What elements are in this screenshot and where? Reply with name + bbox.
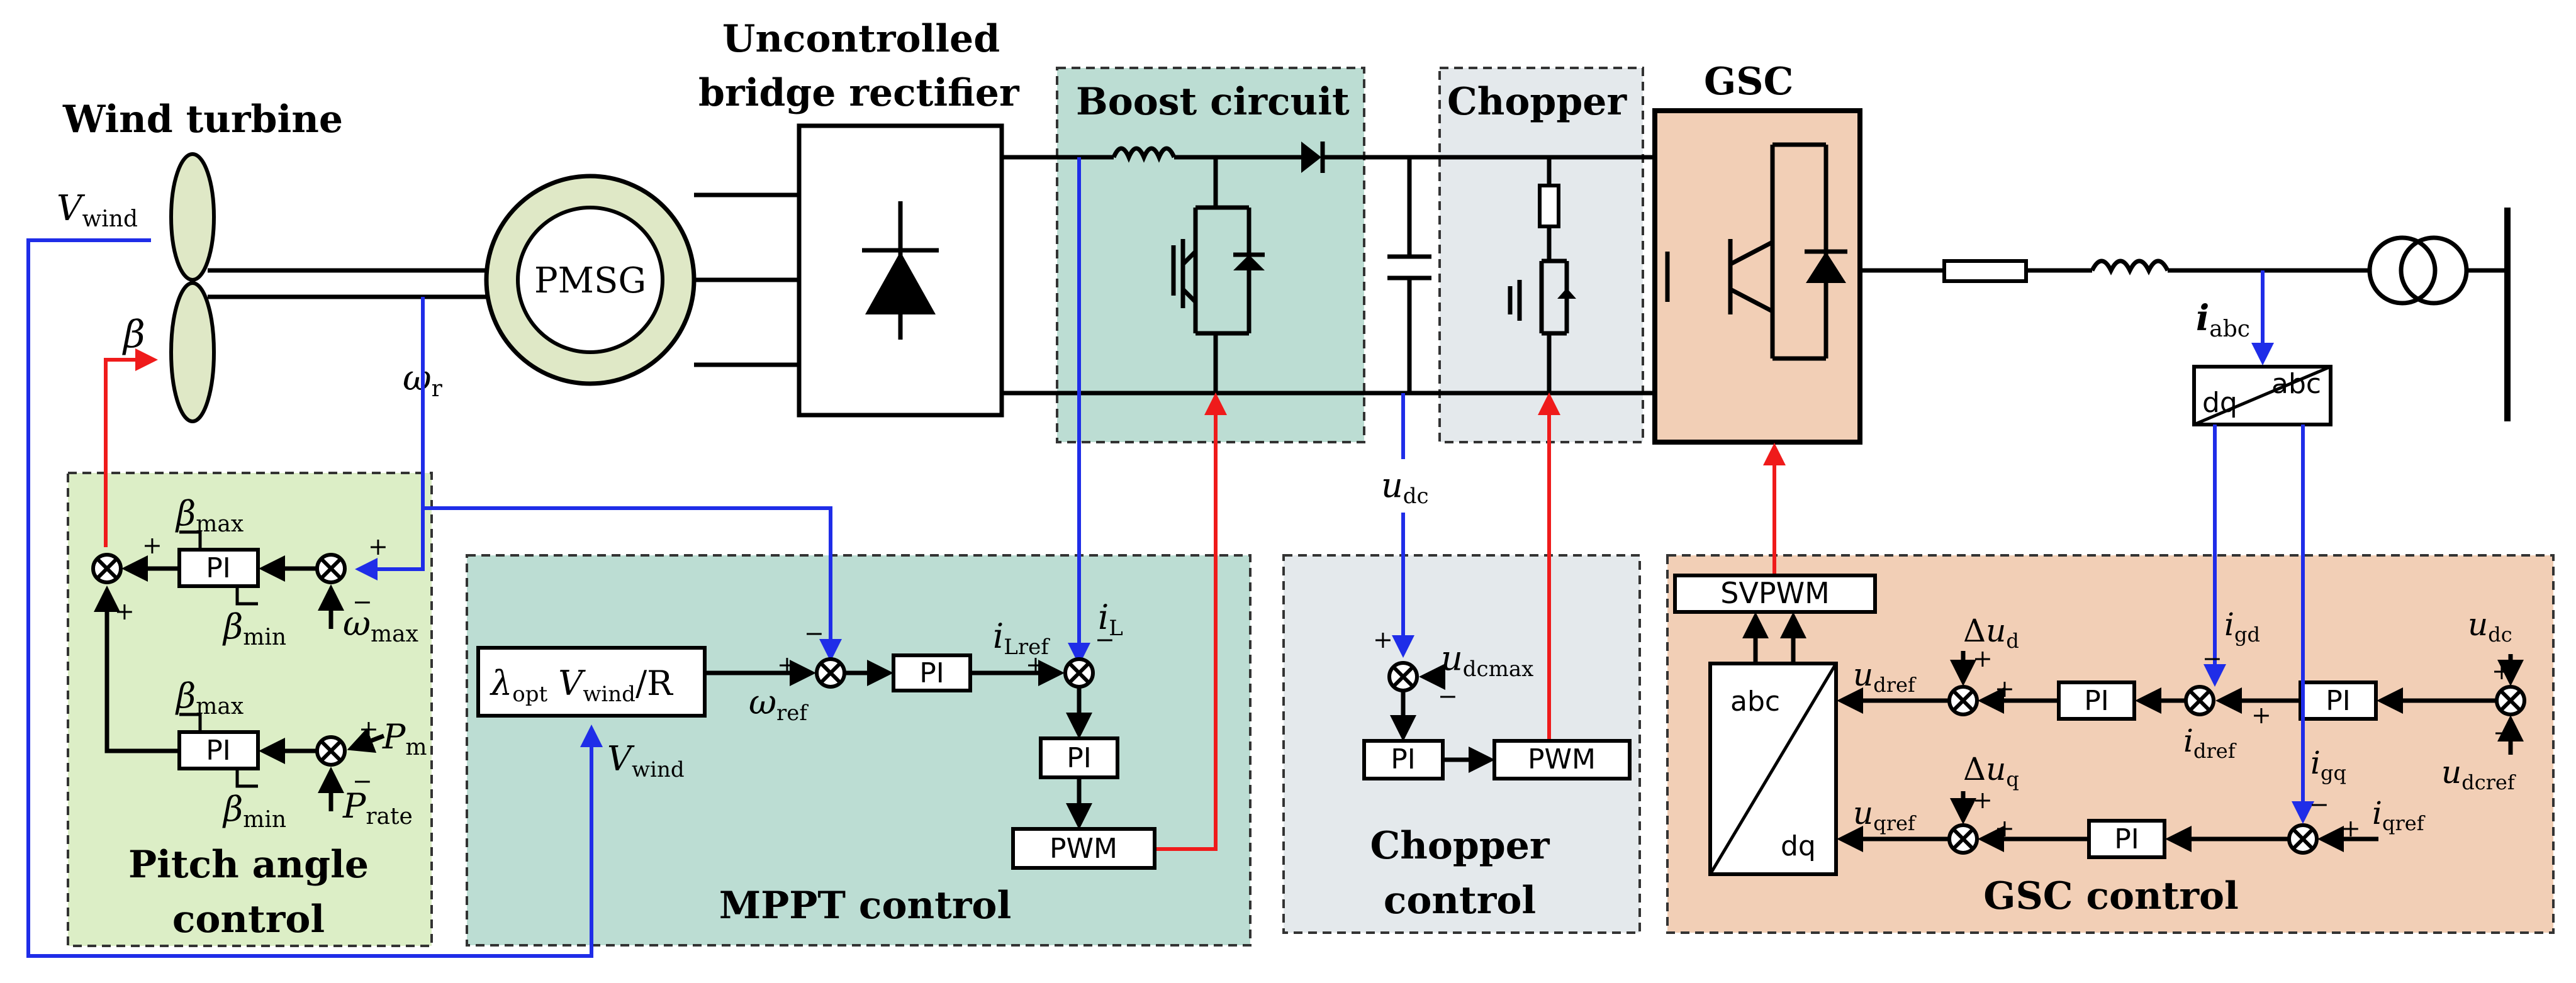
beta-label: β [122, 313, 145, 357]
svpwm-block [1673, 574, 1877, 614]
svg-text:−: − [352, 588, 372, 616]
svg-text:abc: abc [2271, 368, 2321, 400]
gsc-control-title: GSC control [1983, 874, 2239, 918]
p-rate-label: Prate [342, 786, 413, 830]
svg-text:−: − [1438, 682, 1458, 710]
svg-text:PI: PI [2326, 685, 2351, 717]
svg-text:+: + [1995, 675, 2015, 703]
svg-text:+: + [115, 597, 135, 625]
chopper-pwm-block [1492, 739, 1632, 780]
mppt-reference-expr: λopt Vwind/R [490, 664, 673, 707]
gsc-switch-icon [1665, 142, 1847, 361]
svg-text:+: + [359, 715, 379, 743]
svg-text:PWM: PWM [1528, 743, 1596, 775]
v-wind-label: Vwind [57, 188, 138, 232]
wind-turbine-label: Wind turbine [62, 97, 343, 142]
grid-resistor-icon [1942, 259, 2028, 283]
svg-text:PI: PI [919, 657, 944, 689]
svg-text:PWM: PWM [1050, 833, 1117, 865]
chopper-label: Chopper [1447, 80, 1627, 124]
chopper-control-title-1: Chopper [1370, 824, 1550, 868]
rectifier-label-line2: bridge rectifier [698, 71, 1020, 115]
i-abc-label: iabc [2196, 297, 2250, 342]
svg-text:PI: PI [1067, 742, 1092, 774]
boost-circuit-label: Boost circuit [1076, 80, 1350, 124]
p-m-label: Pm [382, 717, 427, 760]
turbine-blade-upper [169, 152, 216, 282]
svg-text:PI: PI [2084, 685, 2109, 717]
mppt-control-title: MPPT control [719, 884, 1012, 928]
dq-abc-transform-block: dq abc [2192, 365, 2332, 426]
transformer-coil-left [2367, 235, 2438, 306]
boost-circuit-region [1056, 67, 1365, 443]
svg-text:−: − [1095, 626, 1115, 653]
svg-text:PI: PI [1391, 743, 1416, 775]
omega-r-label: ωr [403, 358, 443, 402]
u-dc-label: udc [1381, 465, 1429, 509]
svg-text:dq: dq [2202, 387, 2237, 419]
beta-signal [104, 348, 158, 547]
mppt-reference-block [476, 646, 707, 718]
pitch-control-title-1: Pitch angle [128, 843, 369, 887]
i-qref-label: iqref [2372, 795, 2426, 835]
v-wind-signal [26, 238, 603, 958]
svg-text:+: + [368, 533, 388, 560]
abc-dq-transform-block: abc dq [1708, 662, 1838, 876]
svg-text:+: + [1973, 786, 1993, 814]
delta-u-q-label: Δuq [1963, 751, 2019, 791]
svg-text:−: − [2309, 791, 2329, 818]
chopper-region [1438, 67, 1644, 443]
svg-text:+: + [1973, 645, 1993, 672]
svg-text:+: + [777, 651, 797, 679]
v-wind-label-mppt: Vwind [607, 739, 685, 782]
svg-text:SVPWM: SVPWM [1720, 576, 1830, 610]
svg-text:+: + [1995, 814, 2015, 842]
boost-switch-icon [1171, 157, 1265, 393]
rectifier-label-line1: Uncontrolled [722, 17, 1000, 61]
svg-text:+: + [2492, 657, 2512, 685]
svg-text:−: − [2202, 645, 2222, 672]
pmsg-core [516, 206, 664, 354]
i-lref-label: iLref [993, 616, 1050, 660]
gsc-pi-q [2087, 819, 2166, 859]
gsc-label: GSC [1704, 60, 1793, 104]
omega-r-to-mppt [423, 506, 842, 662]
svg-text:PI: PI [206, 552, 231, 584]
dc-capacitor-icon [1387, 157, 1431, 393]
mppt-pwm-signal [1155, 392, 1227, 851]
svg-text:+: + [1373, 626, 1393, 653]
turbine-blade-lower [169, 281, 216, 423]
svg-text:−: − [352, 767, 372, 795]
omega-r-signal [355, 297, 425, 580]
svg-text:PI: PI [206, 735, 231, 767]
chopper-control-title-2: control [1384, 879, 1536, 923]
delta-u-d-label: Δud [1963, 613, 2019, 653]
pitch-control-title-2: control [172, 897, 325, 941]
mppt-control-region [466, 554, 1252, 947]
i-l-label: iL [1098, 597, 1123, 641]
mppt-pi-2 [1039, 736, 1119, 779]
svg-text:dq: dq [1781, 830, 1816, 862]
beta-max-upper: βmax [175, 494, 244, 537]
chopper-switch-icon [1508, 157, 1576, 393]
rectifier-diode-icon [865, 252, 936, 314]
svg-text:+: + [142, 531, 162, 559]
mppt-pwm-block [1011, 827, 1156, 870]
svg-text:PI: PI [2114, 823, 2139, 855]
svg-text:+: + [2341, 814, 2361, 842]
svg-text:−: − [804, 619, 824, 647]
boost-diode-icon [1301, 142, 1321, 173]
svg-text:abc: abc [1730, 686, 1780, 718]
svg-text:+: + [2251, 701, 2271, 729]
pmsg-label: PMSG [534, 260, 646, 301]
svg-text:+: + [1026, 651, 1046, 679]
svg-text:−: − [2493, 719, 2513, 747]
